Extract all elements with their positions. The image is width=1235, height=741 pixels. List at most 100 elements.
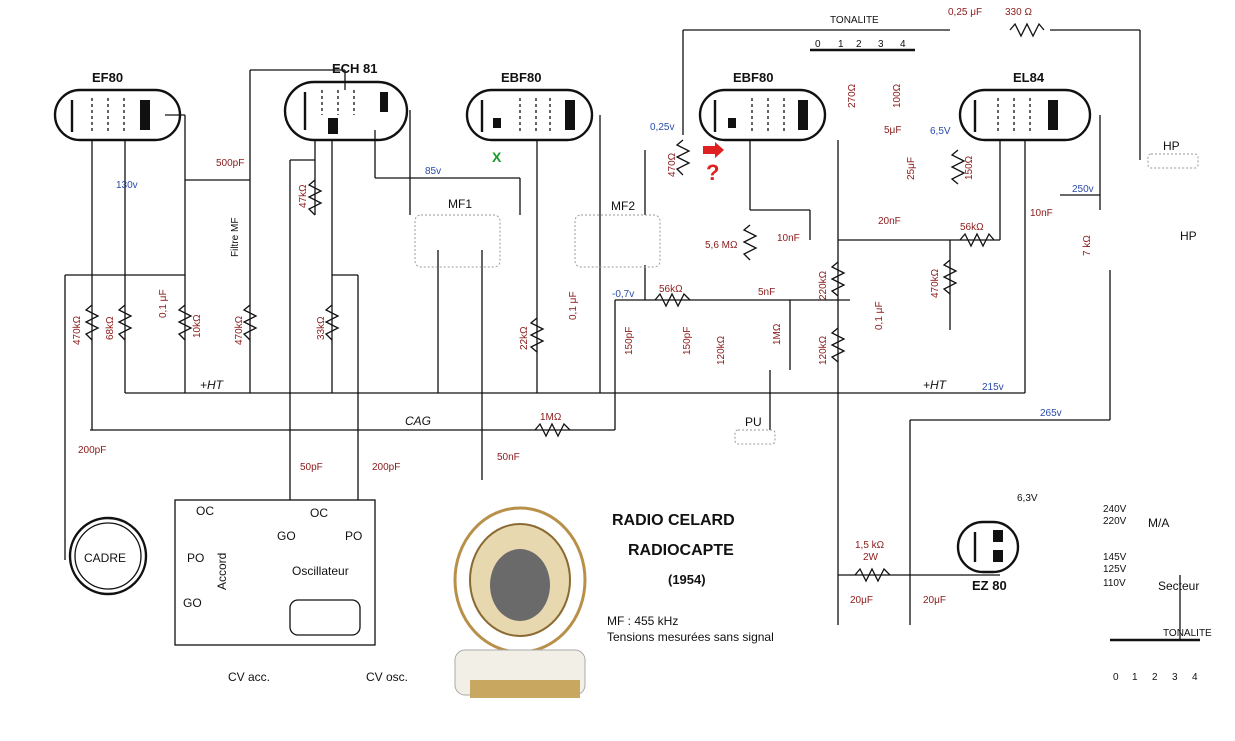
- tube-ech81: ECH 81: [283, 61, 409, 142]
- svg-text:150pF: 150pF: [682, 327, 693, 355]
- svg-text:470kΩ: 470kΩ: [930, 268, 941, 298]
- svg-text:PO: PO: [187, 551, 204, 565]
- svg-text:PO: PO: [345, 529, 362, 543]
- svg-text:7 kΩ: 7 kΩ: [1082, 235, 1093, 256]
- svg-text:110V: 110V: [1103, 578, 1126, 589]
- tonalite-bottom-label: TONALITE: [1163, 628, 1212, 639]
- svg-text:125V: 125V: [1103, 564, 1127, 575]
- svg-text:100Ω: 100Ω: [892, 83, 903, 108]
- svg-text:470kΩ: 470kΩ: [72, 315, 83, 345]
- tube-label-ef80: EF80: [92, 70, 123, 85]
- svg-text:33kΩ: 33kΩ: [316, 316, 327, 340]
- radio-photo: [453, 506, 587, 698]
- svg-text:470kΩ: 470kΩ: [234, 315, 245, 345]
- tube-ez80: EZ 80: [956, 520, 1020, 593]
- svg-text:2: 2: [1152, 672, 1158, 683]
- svg-text:Secteur: Secteur: [1158, 579, 1199, 593]
- svg-text:0,1 μF: 0,1 μF: [568, 291, 579, 320]
- wiring: [64, 29, 1200, 641]
- svg-text:200pF: 200pF: [78, 445, 106, 456]
- tube-ef80: EF80: [53, 70, 182, 142]
- svg-text:3: 3: [1172, 672, 1178, 683]
- svg-text:M/A: M/A: [1148, 516, 1169, 530]
- tube-label-el84: EL84: [1013, 70, 1045, 85]
- svg-text:10kΩ: 10kΩ: [192, 314, 203, 338]
- svg-text:1MΩ: 1MΩ: [540, 412, 562, 423]
- svg-text:4: 4: [1192, 672, 1198, 683]
- svg-text:56kΩ: 56kΩ: [960, 222, 984, 233]
- note-mf: MF : 455 kHz: [607, 614, 678, 628]
- svg-text:20μF: 20μF: [923, 595, 946, 606]
- mark-x: X: [492, 149, 502, 165]
- svg-text:0,1 μF: 0,1 μF: [158, 289, 169, 318]
- svg-text:1: 1: [838, 39, 844, 50]
- tonalite-top-label: TONALITE: [830, 15, 879, 26]
- svg-text:220kΩ: 220kΩ: [818, 270, 829, 300]
- svg-text:1MΩ: 1MΩ: [772, 323, 783, 345]
- note-tensions: Tensions mesurées sans signal: [607, 630, 774, 644]
- svg-text:0,1 μF: 0,1 μF: [874, 301, 885, 330]
- svg-text:CAG: CAG: [405, 414, 431, 428]
- svg-text:22kΩ: 22kΩ: [519, 326, 530, 350]
- svg-text:HP: HP: [1163, 139, 1180, 153]
- svg-text:4: 4: [900, 39, 906, 50]
- voltage-250: 250v: [1072, 184, 1094, 195]
- cadre-loop: [68, 516, 148, 596]
- voltage-025: 0,25v: [650, 122, 674, 133]
- svg-text:56kΩ: 56kΩ: [659, 284, 683, 295]
- svg-text:0: 0: [815, 39, 821, 50]
- svg-text:270Ω: 270Ω: [847, 83, 858, 108]
- tube-el84: EL84: [958, 70, 1092, 142]
- svg-text:120kΩ: 120kΩ: [818, 335, 829, 365]
- svg-text:500pF: 500pF: [216, 158, 244, 169]
- voltage-m07: -0,7v: [612, 289, 634, 300]
- svg-text:220V: 220V: [1103, 516, 1127, 527]
- svg-text:OC: OC: [310, 506, 328, 520]
- voltage-215: 215v: [982, 382, 1004, 393]
- voltage-130: 130v: [116, 180, 138, 191]
- svg-text:6,3V: 6,3V: [1017, 493, 1038, 504]
- svg-text:50pF: 50pF: [300, 462, 323, 473]
- svg-text:50nF: 50nF: [497, 452, 520, 463]
- svg-text:240V: 240V: [1103, 504, 1127, 515]
- svg-text:5nF: 5nF: [758, 287, 775, 298]
- tube-label-ez80: EZ 80: [972, 578, 1007, 593]
- svg-text:Oscillateur: Oscillateur: [292, 564, 349, 578]
- svg-text:1: 1: [1132, 672, 1138, 683]
- mf2-box: [574, 214, 661, 268]
- svg-text:HP: HP: [1180, 229, 1197, 243]
- svg-text:120kΩ: 120kΩ: [716, 335, 727, 365]
- svg-text:0,25 μF: 0,25 μF: [948, 7, 982, 18]
- svg-text:25μF: 25μF: [906, 157, 917, 180]
- tube-ebf80-1: EBF80: [465, 70, 594, 142]
- svg-text:OC: OC: [196, 504, 214, 518]
- svg-text:200pF: 200pF: [372, 462, 400, 473]
- svg-text:470Ω: 470Ω: [667, 152, 678, 177]
- svg-text:Accord: Accord: [215, 553, 229, 590]
- svg-text:47kΩ: 47kΩ: [298, 184, 309, 208]
- svg-text:2W: 2W: [863, 552, 879, 563]
- svg-text:20μF: 20μF: [850, 595, 873, 606]
- tube-ebf80-2: EBF80: [698, 70, 827, 142]
- svg-text:10nF: 10nF: [777, 233, 800, 244]
- svg-text:10nF: 10nF: [1030, 208, 1053, 219]
- svg-text:MF2: MF2: [611, 199, 635, 213]
- svg-text:PU: PU: [745, 415, 762, 429]
- cadre-label: CADRE: [84, 551, 126, 565]
- voltage-65: 6,5V: [930, 126, 951, 137]
- tube-label-ebf80-2: EBF80: [733, 70, 773, 85]
- svg-text:20nF: 20nF: [878, 216, 901, 227]
- svg-text:330 Ω: 330 Ω: [1005, 7, 1032, 18]
- svg-text:GO: GO: [183, 596, 202, 610]
- tube-label-ebf80-1: EBF80: [501, 70, 541, 85]
- svg-text:1,5 kΩ: 1,5 kΩ: [855, 540, 885, 551]
- pu-jack: [734, 429, 776, 445]
- svg-text:CV osc.: CV osc.: [366, 670, 408, 684]
- arrow-red: [703, 142, 724, 158]
- svg-text:+HT: +HT: [200, 378, 225, 392]
- svg-text:+HT: +HT: [923, 378, 948, 392]
- svg-text:145V: 145V: [1103, 552, 1127, 563]
- tuning-block: [174, 499, 376, 646]
